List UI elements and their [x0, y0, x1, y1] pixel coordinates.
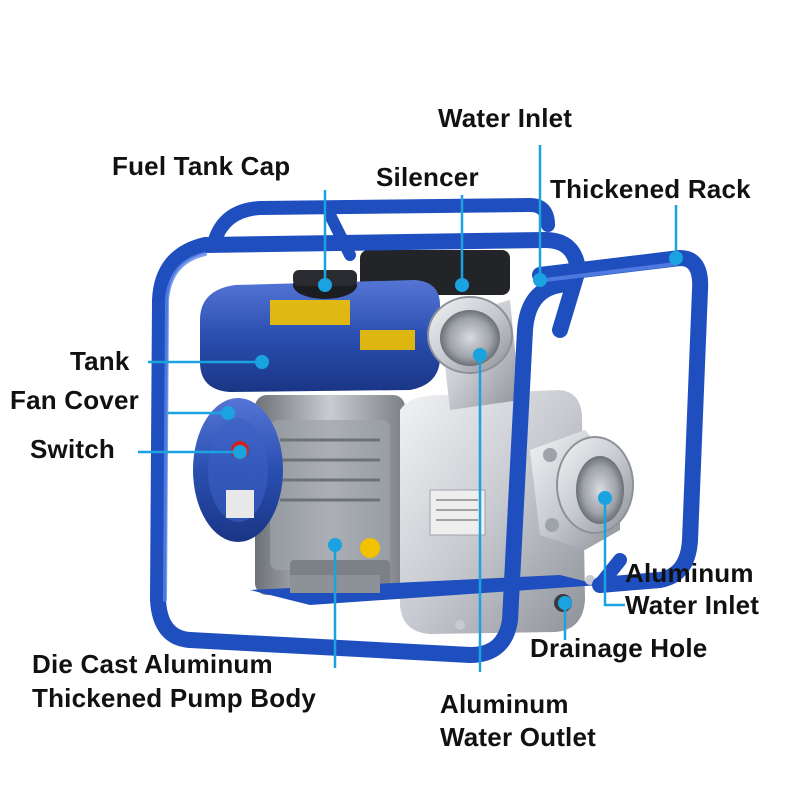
- dot-fan-cover: [221, 406, 235, 420]
- dot-drainage-hole: [558, 596, 572, 610]
- dot-tank: [255, 355, 269, 369]
- dot-water-outlet: [473, 348, 487, 362]
- callout-leaders: [138, 145, 683, 672]
- frame-front: [150, 232, 709, 663]
- leader-aluminum-water-inlet: [603, 498, 625, 607]
- label-drainage-hole: Drainage Hole: [530, 633, 708, 663]
- dot-water-inlet-top: [533, 273, 547, 287]
- label-water-outlet-line2: Water Outlet: [440, 722, 597, 752]
- label-pump-body-line2: Thickened Pump Body: [32, 683, 317, 713]
- dot-fuel-tank-cap: [318, 278, 332, 292]
- dot-pump-body: [328, 538, 342, 552]
- dot-aluminum-water-inlet: [598, 491, 612, 505]
- fan-cover: [193, 398, 283, 542]
- label-thickened-rack: Thickened Rack: [550, 174, 751, 204]
- dot-silencer: [455, 278, 469, 292]
- water-inlet-pipe: [530, 430, 634, 550]
- label-water-inlet-top: Water Inlet: [438, 103, 573, 133]
- dot-thickened-rack: [669, 251, 683, 265]
- label-tank: Tank: [70, 346, 130, 376]
- label-silencer: Silencer: [376, 162, 479, 192]
- label-pump-body-line1: Die Cast Aluminum: [32, 649, 273, 679]
- label-water-outlet-line1: Aluminum: [440, 689, 569, 719]
- label-aluminum-water-inlet-line1: Aluminum: [625, 558, 754, 588]
- dot-switch: [233, 445, 247, 459]
- label-fuel-tank-cap: Fuel Tank Cap: [112, 151, 291, 181]
- label-aluminum-water-inlet-line2: Water Inlet: [625, 590, 760, 620]
- label-switch: Switch: [30, 434, 115, 464]
- label-fan-cover: Fan Cover: [10, 385, 139, 415]
